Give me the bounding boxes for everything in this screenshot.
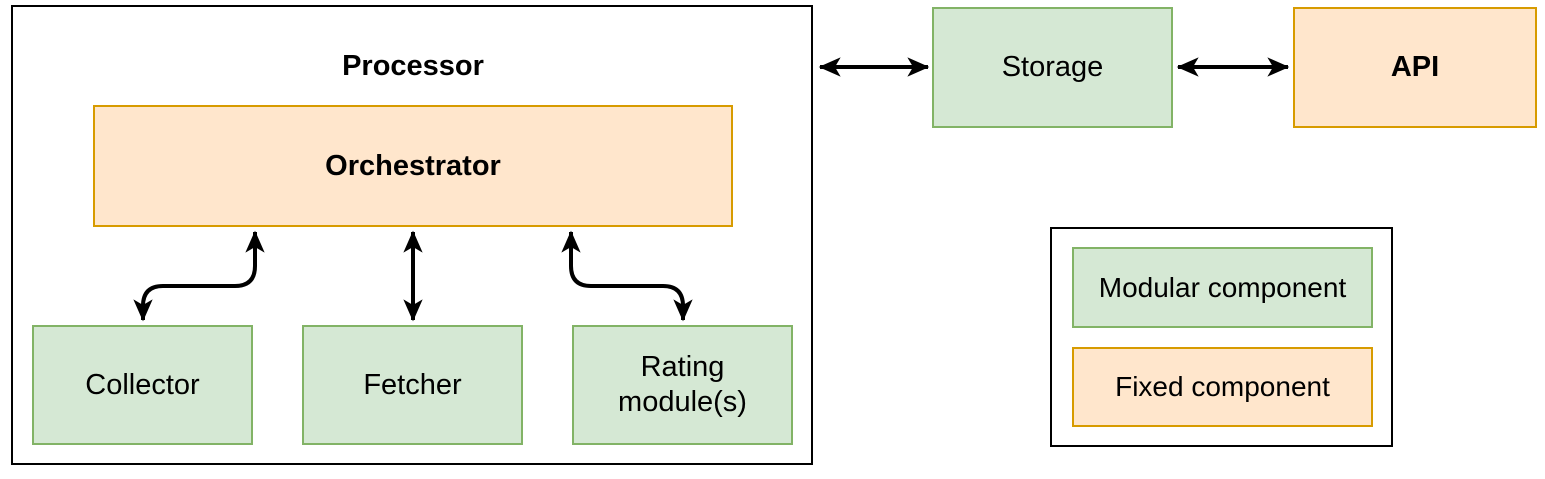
processor-container-box (11, 5, 813, 465)
collector-box: Collector (32, 325, 253, 445)
legend-fixed-swatch: Fixed component (1072, 347, 1373, 427)
api-box: API (1293, 7, 1537, 128)
storage-label: Storage (1001, 51, 1104, 84)
storage-box: Storage (932, 7, 1173, 128)
rating-modules-box: Rating module(s) (572, 325, 793, 445)
legend-fixed-label: Fixed component (1115, 371, 1330, 403)
collector-label: Collector (85, 368, 200, 401)
fetcher-label: Fetcher (363, 368, 462, 401)
legend-box (1050, 227, 1393, 447)
legend-modular-label: Modular component (1098, 271, 1347, 303)
rating-modules-label: Rating module(s) (618, 351, 747, 418)
orchestrator-label: Orchestrator (325, 149, 501, 182)
orchestrator-box: Orchestrator (93, 105, 733, 227)
fetcher-box: Fetcher (302, 325, 523, 445)
legend-modular-swatch: Modular component (1072, 247, 1373, 328)
processor-title: Processor (342, 49, 484, 82)
api-label: API (1390, 51, 1440, 84)
